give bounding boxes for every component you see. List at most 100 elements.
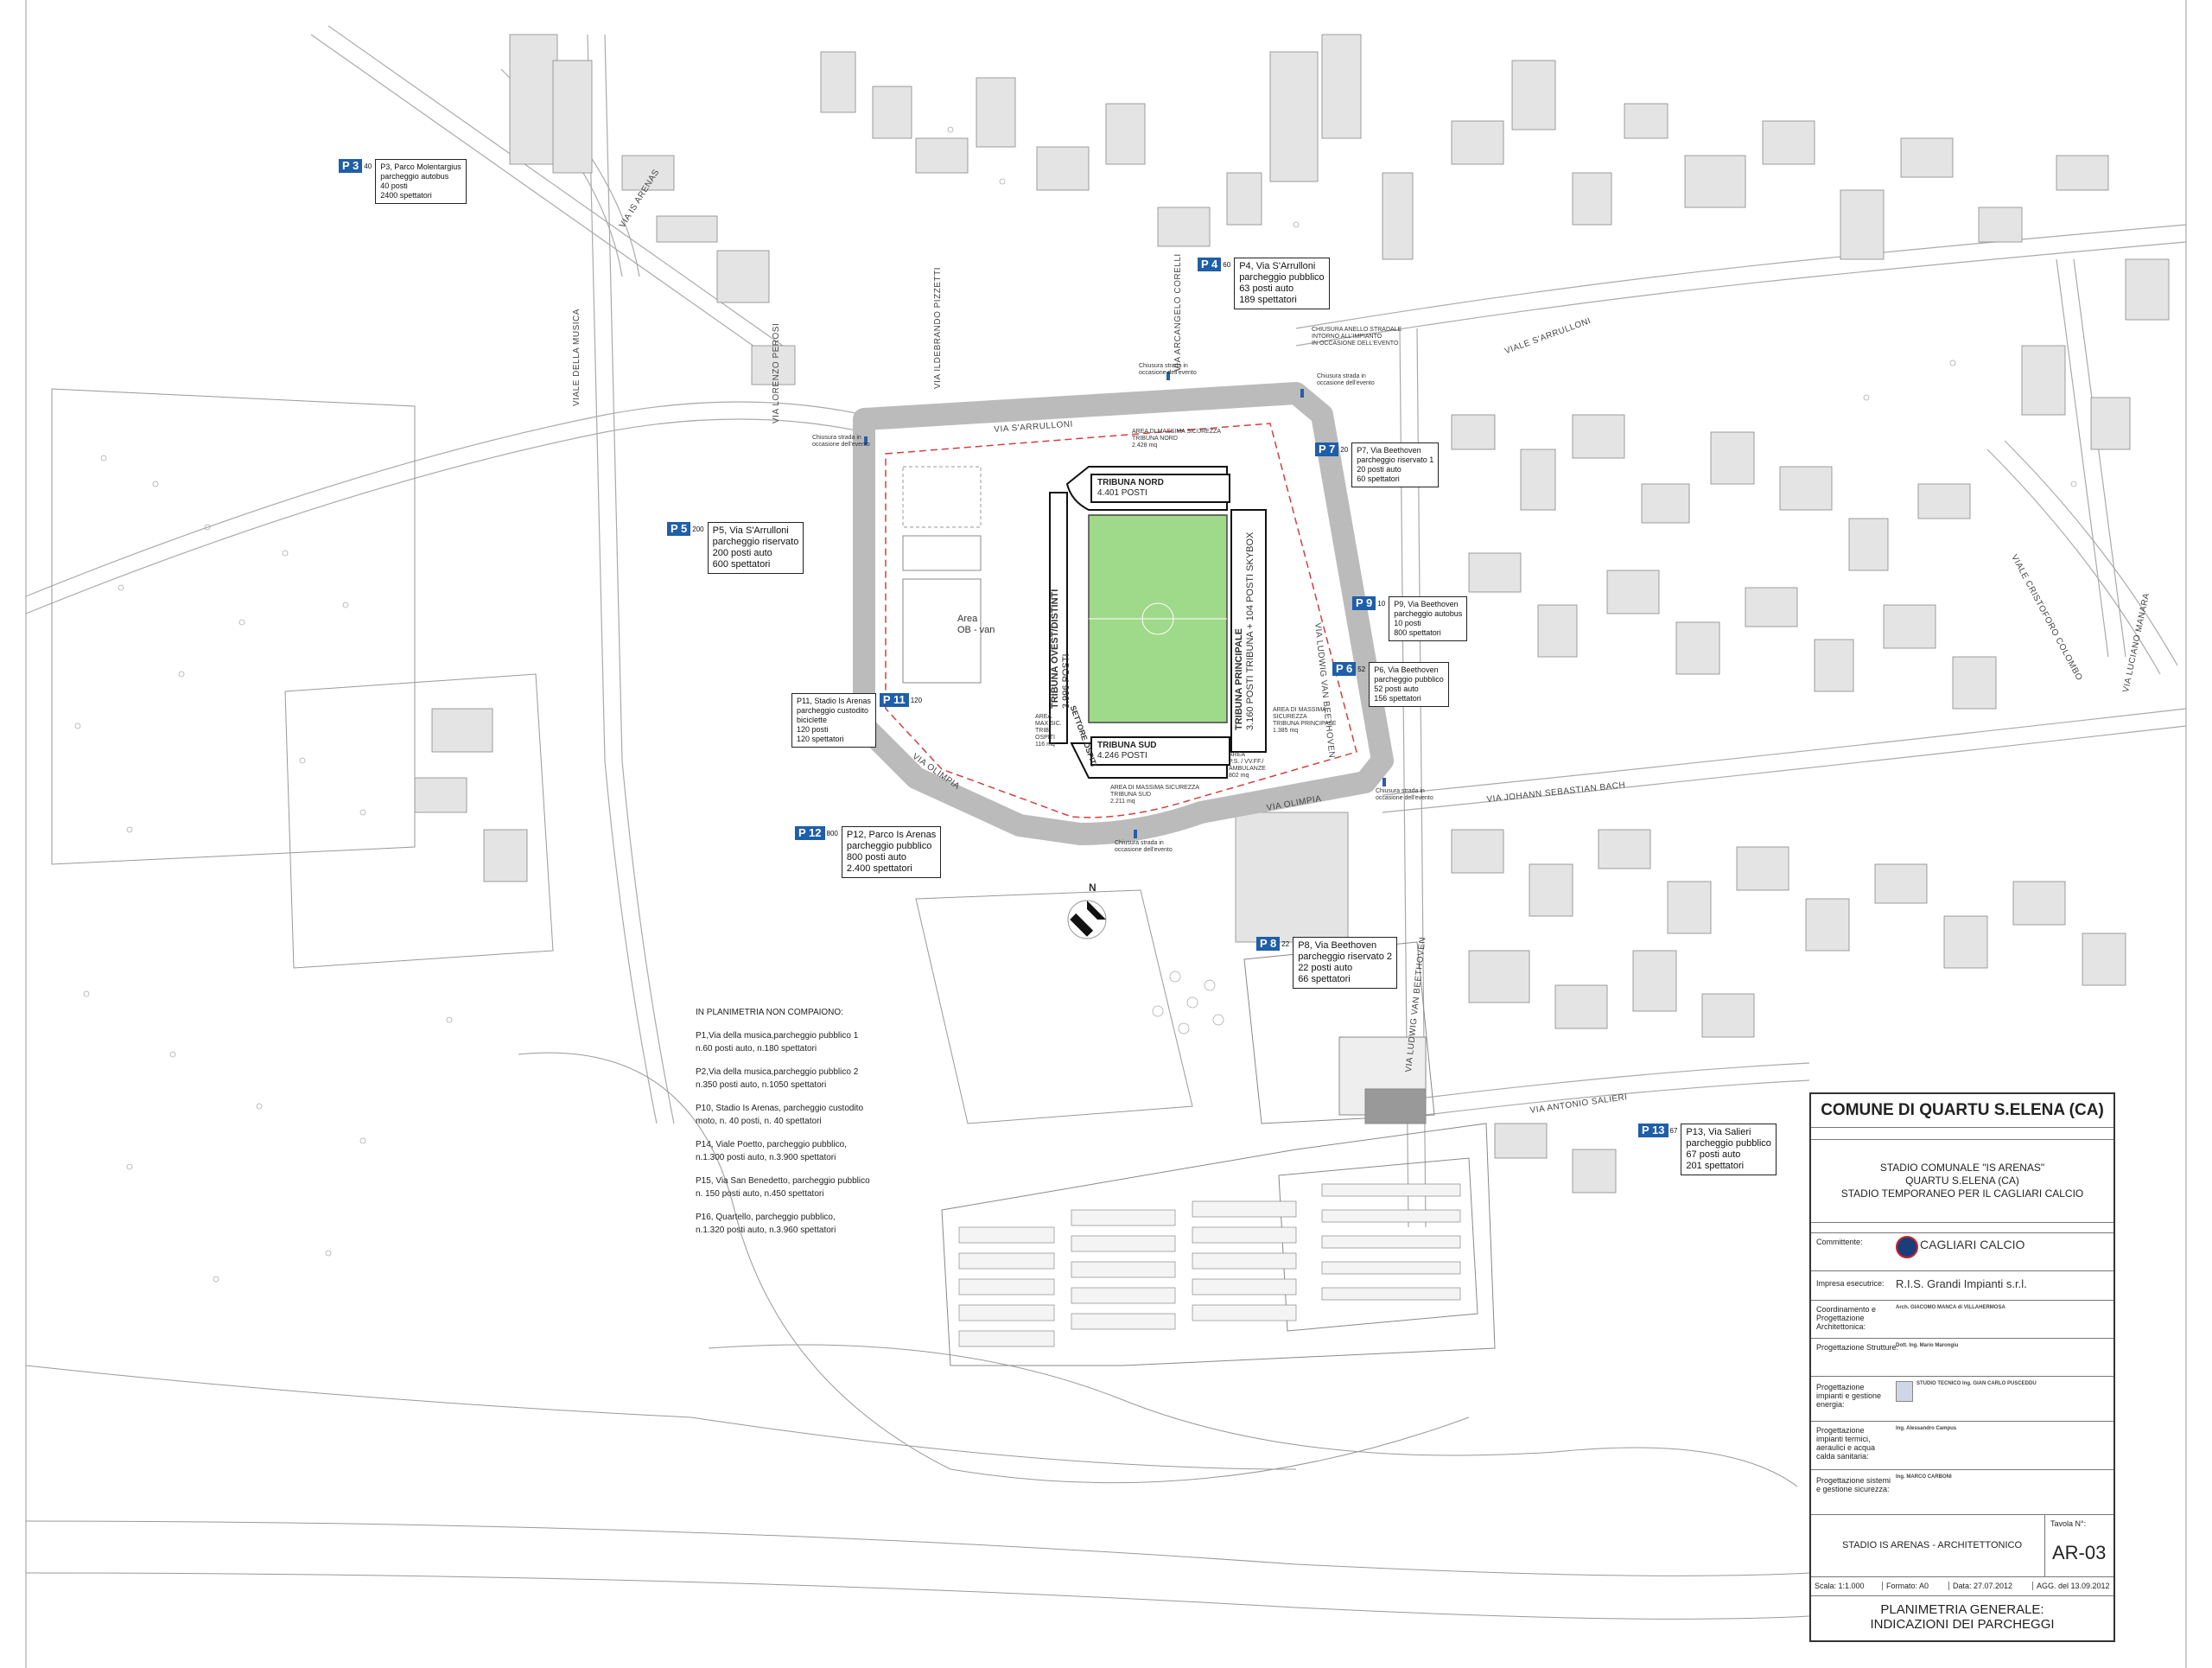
parking-icon: P 6 — [1332, 662, 1357, 676]
tribuna-nord-capacity: 4.401 POSTI — [1097, 488, 1147, 498]
north-label: N — [1089, 882, 1096, 894]
impianti-name: STUDIO TECNICO Ing. GIAN CARLO PUSCEDDU — [1916, 1381, 2037, 1386]
tribuna-principale-title: TRIBUNA PRINCIPALE — [1234, 628, 1244, 730]
parking-icon: P 8 — [1256, 937, 1281, 951]
scala: Scala: 1:1.000 — [1811, 1582, 1883, 1590]
title-block: COMUNE DI QUARTU S.ELENA (CA) STADIO COM… — [1809, 1092, 2115, 1642]
sicurezza-label: Progettazione sistemi e gestione sicurez… — [1816, 1476, 1891, 1493]
project-line-3: STADIO TEMPORANEO PER IL CAGLIARI CALCIO — [1840, 1187, 2084, 1200]
tavola-label: Tavola N°: — [2050, 1519, 2087, 1528]
parking-count: 20 — [1340, 445, 1349, 454]
project-line-2: QUARTU S.ELENA (CA) — [1905, 1174, 2019, 1187]
legend-item: P15, Via San Benedetto, parcheggio pubbl… — [696, 1176, 870, 1199]
park-outlines — [25, 388, 1810, 1620]
project-line-1: STADIO COMUNALE "IS ARENAS" — [1879, 1161, 2045, 1174]
parking-count: 40 — [364, 162, 372, 170]
termici-label: Progettazione impianti termici, aeraulic… — [1816, 1426, 1876, 1461]
legend-item: P14, Viale Poetto, parcheggio pubblico,n… — [696, 1140, 847, 1162]
formato: Formato: A0 — [1883, 1582, 1949, 1590]
parking-count: 120 — [910, 696, 923, 704]
tribuna-principale-capacity: 3.160 POSTI TRIBUNA + 104 POSTI SKYBOX — [1245, 532, 1255, 730]
legend-item: P2,Via della musica,parcheggio pubblico … — [696, 1067, 859, 1090]
street-label-viale-della-musica: VIALE DELLA MUSICA — [572, 309, 582, 406]
tribuna-principale: TRIBUNA PRINCIPALE 3.160 POSTI TRIBUNA +… — [1234, 532, 1256, 730]
tribuna-sud-capacity: 4.246 POSTI — [1097, 751, 1147, 761]
comune-title: COMUNE DI QUARTU S.ELENA (CA) — [1821, 1101, 2104, 1119]
legend-item: P10, Stadio Is Arenas, parcheggio custod… — [696, 1104, 864, 1126]
road-closure-marks — [864, 372, 1386, 838]
parking-count: 200 — [692, 525, 704, 533]
strutture-label: Progettazione Strutture: — [1816, 1343, 1899, 1352]
tribuna-sud: TRIBUNA SUD 4.246 POSTI — [1090, 736, 1230, 766]
parking-icon: P 5 — [667, 522, 691, 536]
parking-icon: P 13 — [1638, 1124, 1669, 1137]
legend-item: P16, Quartello, parcheggio pubblico,n.1.… — [696, 1213, 836, 1235]
tribuna-ovest: TRIBUNA OVEST/DISTINTI 3.996 POSTI — [1050, 589, 1072, 709]
parking-count: 67 — [1669, 1126, 1678, 1135]
sheet-title-line-1: PLANIMETRIA GENERALE: — [1880, 1602, 2044, 1617]
parking-icon: P 11 — [879, 693, 909, 707]
legend-missing-parkings: IN PLANIMETRIA NON COMPAIONO: P1,Via del… — [696, 1007, 870, 1238]
parking-icon: P 7 — [1315, 442, 1339, 456]
impresa-name: R.I.S. Grandi Impianti s.r.l. — [1896, 1277, 2027, 1290]
sicurezza-name: Ing. MARCO CARBONI — [1896, 1474, 1952, 1480]
data: Data: 27.07.2012 — [1949, 1582, 2033, 1590]
impianti-label: Progettazione impianti e gestione energi… — [1816, 1383, 1882, 1409]
aggiornamento: AGG. del 13.09.2012 — [2037, 1582, 2110, 1590]
parking-icon: P 9 — [1352, 596, 1376, 610]
tribuna-ovest-title: TRIBUNA OVEST/DISTINTI — [1050, 589, 1060, 709]
compass-icon — [1067, 900, 1107, 939]
parking-stalls — [958, 1183, 1461, 1347]
tribuna-nord: TRIBUNA NORD 4.401 POSTI — [1090, 474, 1230, 503]
coord-label: Coordinamento e Progettazione Architetto… — [1816, 1305, 1877, 1331]
tavola-number: AR-03 — [2052, 1542, 2107, 1563]
parking-lots — [941, 941, 1496, 1366]
committente-label: Committente: — [1816, 1238, 1863, 1246]
committente-name: CAGLIARI CALCIO — [1920, 1238, 2025, 1251]
parking-count: 52 — [1357, 665, 1366, 673]
stadium-ring-road — [853, 382, 1394, 845]
parking-icon: P 12 — [795, 826, 825, 840]
street-label-via-arcangelo-corelli: VIA ARCANGELO CORELLI — [1173, 253, 1183, 372]
buildings — [414, 34, 2170, 1194]
parking-count: 10 — [1377, 599, 1386, 608]
tribuna-ovest-capacity: 3.996 POSTI — [1061, 653, 1071, 709]
sheet-title-line-2: INDICAZIONI DEI PARCHEGGI — [1870, 1617, 2055, 1632]
parking-icon: P 3 — [339, 159, 363, 173]
tribuna-sud-title: TRIBUNA SUD — [1097, 741, 1157, 750]
impresa-label: Impresa esecutrice: — [1816, 1279, 1885, 1288]
strutture-name: Dott. Ing. Mario Marongiu — [1896, 1343, 1959, 1348]
north-arrow: N — [1063, 882, 1111, 946]
road-network — [25, 25, 2187, 1228]
coord-name: Arch. GIACOMO MANCA di VILLAHERMOSA — [1896, 1305, 2005, 1310]
